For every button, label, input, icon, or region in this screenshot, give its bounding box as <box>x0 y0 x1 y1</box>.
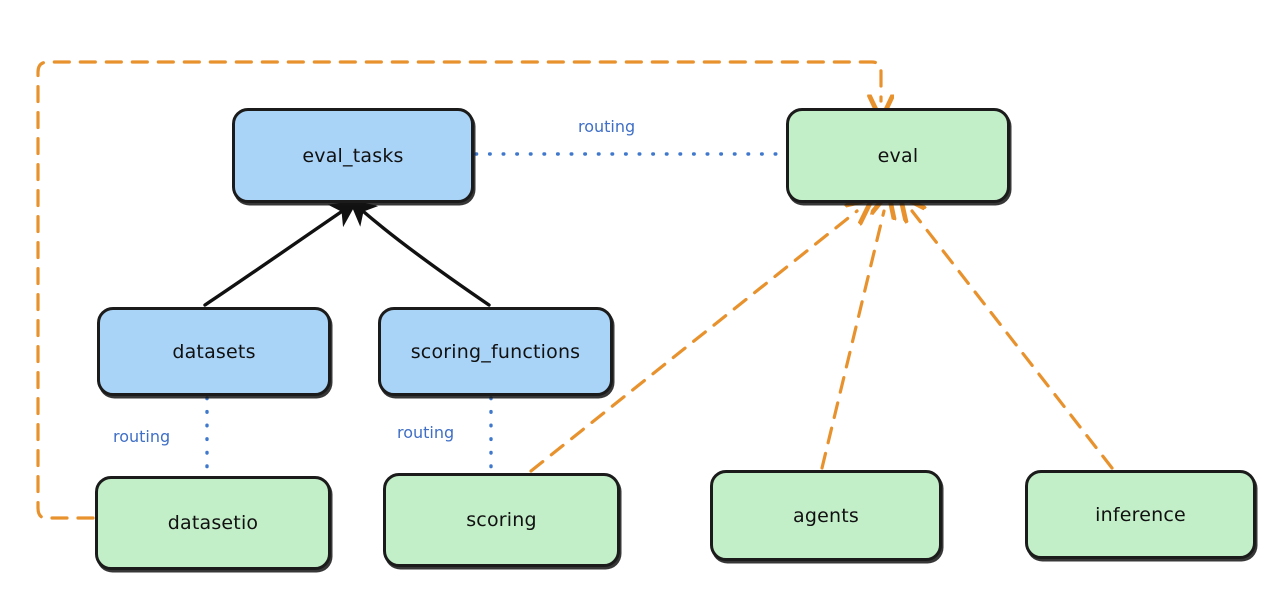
node-eval[interactable]: eval <box>786 108 1010 203</box>
node-scoring-functions-label: scoring_functions <box>410 340 581 363</box>
edge-scoring-functions-to-eval-tasks <box>348 198 491 307</box>
edge-label-routing-eval-tasks: routing <box>578 117 636 136</box>
node-inference-label: inference <box>1095 503 1186 526</box>
node-datasetio-label: datasetio <box>167 512 259 534</box>
node-eval-tasks[interactable]: eval_tasks <box>232 108 474 203</box>
edge-inference-to-eval <box>912 211 1114 470</box>
node-datasets[interactable]: datasets <box>97 307 331 396</box>
node-datasetio[interactable]: datasetio <box>95 476 331 570</box>
node-agents[interactable]: agents <box>710 470 942 561</box>
edge-agents-to-eval <box>820 211 884 470</box>
node-scoring-label: scoring <box>466 509 537 531</box>
node-datasets-label: datasets <box>172 340 256 363</box>
node-scoring[interactable]: scoring <box>383 473 620 567</box>
node-inference[interactable]: inference <box>1025 470 1256 559</box>
edge-label-routing-scoring-functions: routing <box>397 423 455 442</box>
node-eval-tasks-label: eval_tasks <box>302 144 404 167</box>
node-scoring-functions[interactable]: scoring_functions <box>378 307 613 396</box>
edge-datasets-to-eval-tasks <box>203 200 358 307</box>
node-agents-label: agents <box>793 504 859 527</box>
node-eval-label: eval <box>877 144 919 167</box>
edge-label-routing-datasets: routing <box>113 427 171 446</box>
